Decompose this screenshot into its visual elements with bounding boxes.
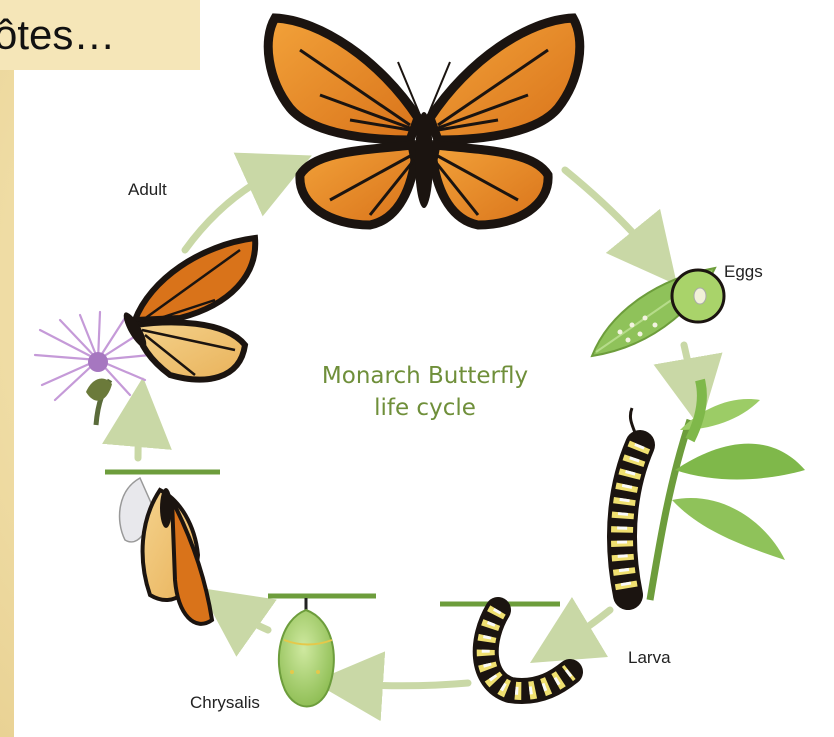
chrysalis-icon [268,596,376,707]
larva-caterpillar-icon [622,380,805,600]
stage-label-eggs: Eggs [724,262,763,282]
arrow-eggs-to-larva [684,345,694,393]
arrow-pupa-to-chrysalis [348,683,468,686]
arrow-adult-to-top [185,170,280,250]
arrow-emerging-to-adult [138,412,140,458]
adult-on-flower-icon [35,238,255,425]
adult-butterfly-icon [268,18,580,225]
stage-label-adult: Adult [128,180,167,200]
stage-label-larva: Larva [628,648,671,668]
j-hang-caterpillar-icon [440,604,570,691]
diagram-title-line2: life cycle [290,392,560,424]
arrow-larva-to-pupa [560,610,610,645]
eggs-leaf-icon [592,268,724,356]
diagram-title: Monarch Butterfly life cycle [290,360,560,424]
stage-label-chrysalis: Chrysalis [190,693,260,713]
emerging-butterfly-icon [105,472,220,624]
diagram-title-line1: Monarch Butterfly [290,360,560,392]
arrow-adult-to-eggs [565,170,655,258]
arrow-chrysalis-to-emerging [228,608,268,630]
